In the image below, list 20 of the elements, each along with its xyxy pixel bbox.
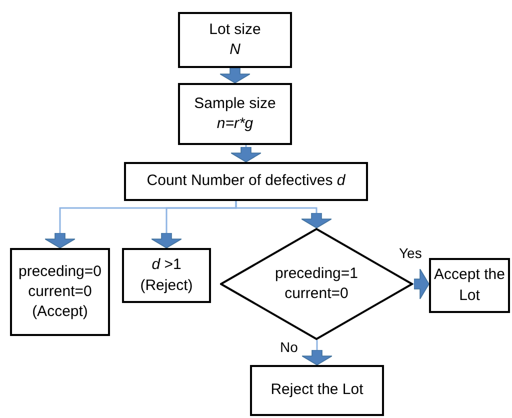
node-text: d >1 [152, 255, 182, 276]
decision-text: preceding=1 current=0 [274, 264, 359, 304]
process-box [178, 12, 292, 68]
process-box [124, 162, 368, 201]
outcome-box [250, 365, 384, 416]
node-text: preceding=0 current=0 (Accept) [18, 262, 102, 322]
node-text: Sample size [194, 94, 276, 114]
edge-label: Yes [398, 246, 423, 262]
outcome-box [122, 248, 211, 303]
node-text: (Reject) [140, 276, 193, 296]
node-text: Reject the Lot [270, 380, 364, 400]
node-text: N [230, 40, 240, 60]
node-text: Accept the Lot [433, 265, 506, 306]
process-box [178, 83, 292, 145]
node-text: Lot size [209, 20, 261, 40]
node-text: Count Number of defectives d [146, 171, 346, 192]
outcome-box [429, 258, 510, 313]
edge-label: No [279, 340, 299, 356]
outcome-box [10, 248, 110, 336]
node-text: n=r*g [216, 114, 254, 134]
